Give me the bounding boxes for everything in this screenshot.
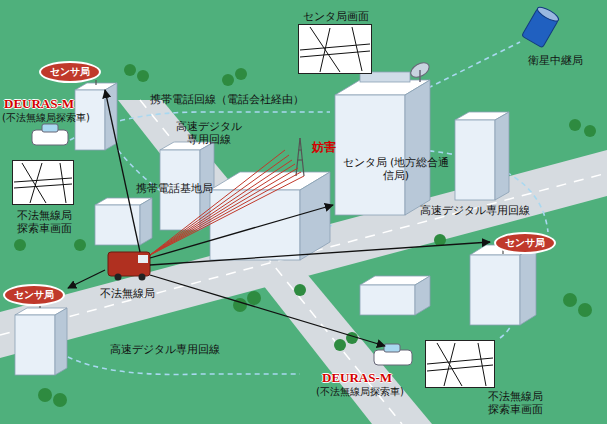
station-name: センサ局 bbox=[505, 236, 545, 250]
line-label: 高速デジタル専用回線 bbox=[172, 120, 246, 146]
line-label: 高速デジタル専用回線 bbox=[110, 343, 220, 356]
station-name: センサ局 bbox=[50, 65, 90, 79]
sensor-station-oval: センサ局 bbox=[3, 284, 65, 306]
center-station-label: センタ局 (地方総合通信局) bbox=[340, 156, 452, 182]
vehicle-note: (不法無線局探索車) bbox=[316, 386, 404, 398]
sensor-station-oval: センサ局 bbox=[39, 61, 101, 83]
system-name: DEURAS-M bbox=[322, 370, 392, 386]
screen-panel: 不法無線局探索車画面 bbox=[425, 340, 495, 388]
base-station-label: 携帯電話基地局 bbox=[136, 182, 213, 195]
line-label: 高速デジタル専用回線 bbox=[420, 204, 530, 217]
sensor-station-oval: センサ局 bbox=[494, 232, 556, 254]
screen-panel: センタ局画面 bbox=[298, 24, 372, 74]
screen-caption: 不法無線局探索車画面 bbox=[488, 390, 550, 416]
satellite-label: 衛星中継局 bbox=[528, 54, 583, 67]
vehicle-note: (不法無線局探索車) bbox=[2, 112, 90, 124]
screen-panel: 不法無線局探索車画面 bbox=[12, 160, 74, 205]
interference-label: 妨害 bbox=[312, 140, 336, 154]
line-label: 携帯電話回線（電話会社経由） bbox=[150, 93, 304, 106]
illegal-station-label: 不法無線局 bbox=[100, 287, 155, 300]
station-name: センサ局 bbox=[14, 288, 54, 302]
system-name: DEURAS-M bbox=[4, 96, 74, 112]
screen-caption: 不法無線局探索車画面 bbox=[13, 209, 75, 235]
screen-caption: センタ局画面 bbox=[303, 10, 369, 23]
